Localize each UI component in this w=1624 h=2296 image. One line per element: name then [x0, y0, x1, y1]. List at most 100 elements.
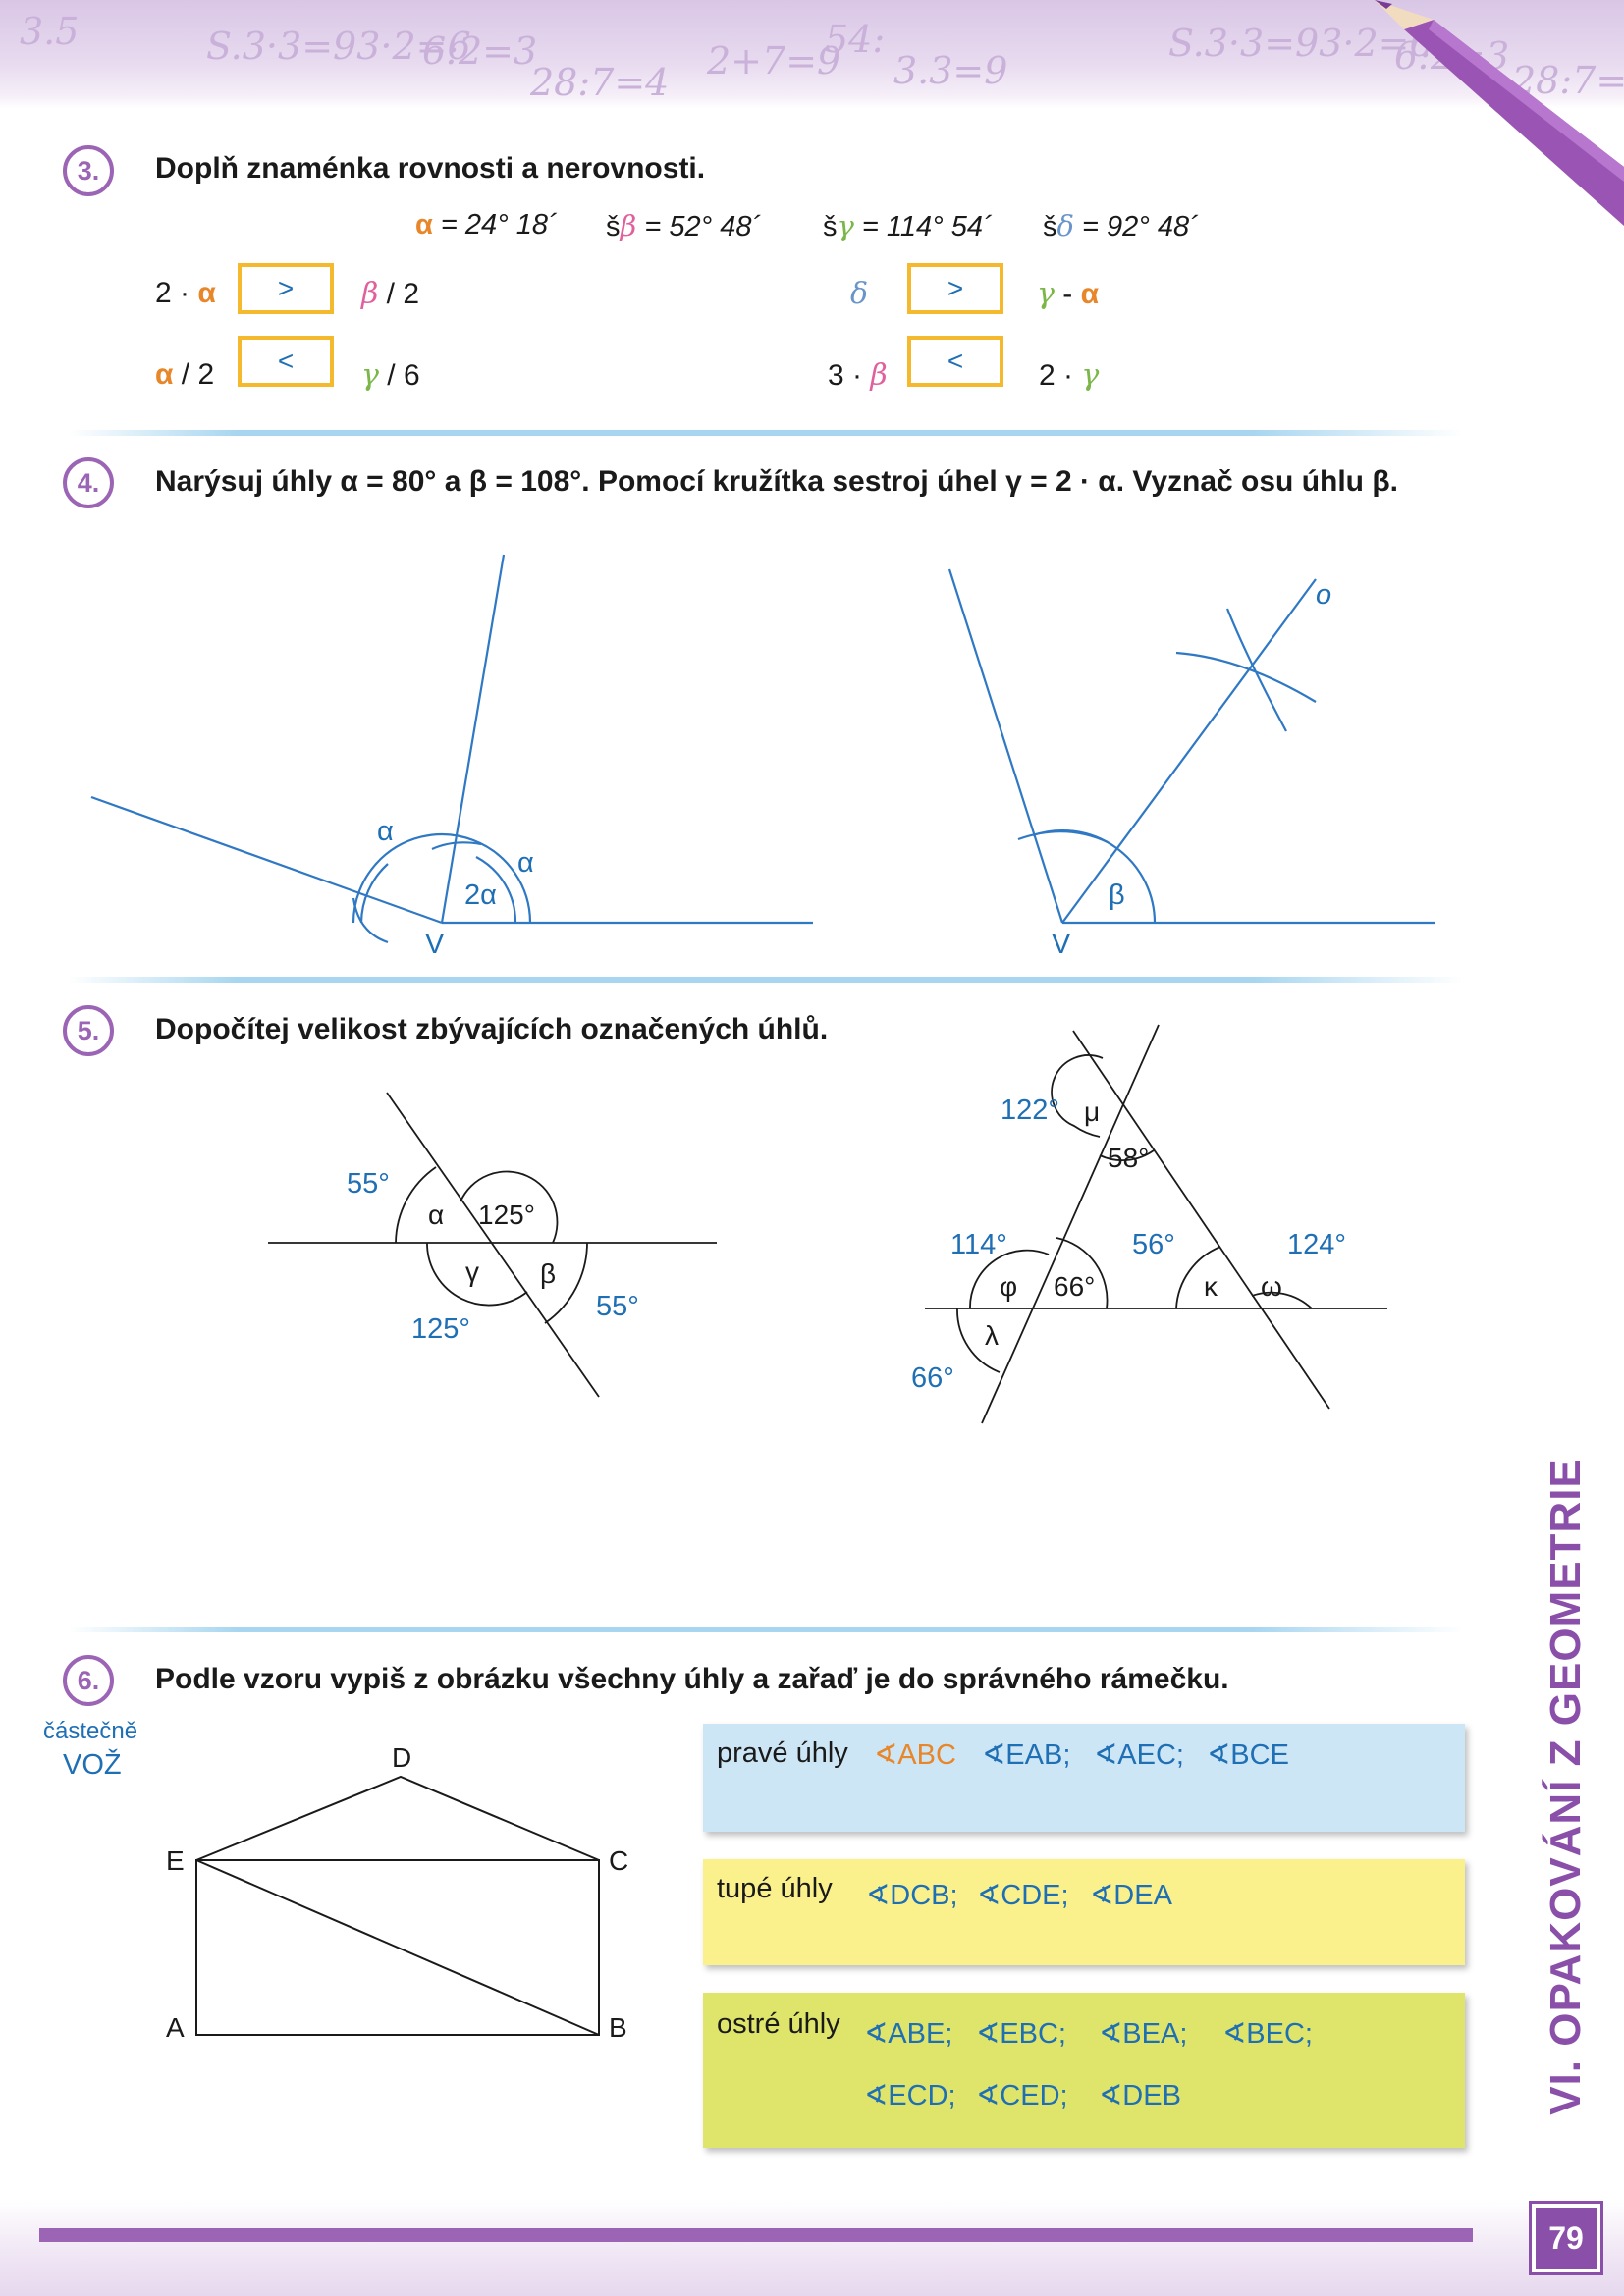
pencil-icon [1375, 0, 1624, 226]
arc-lambda [956, 1308, 1001, 1373]
acute-item[interactable]: ∢BEC; [1222, 2018, 1313, 2050]
expr-2-gamma: 2 · γ [1039, 358, 1099, 393]
label-beta: β [540, 1258, 557, 1289]
doodle: 2+7=9 [707, 39, 841, 82]
expr-sym: γ [361, 358, 379, 393]
expr-gamma-sixth: γ / 6 [361, 358, 420, 393]
note-partial: částečně [43, 1718, 138, 1744]
task-number-4: 4. [63, 457, 114, 508]
acute-item[interactable]: ∢BEA; [1099, 2018, 1188, 2050]
section-divider [69, 430, 1463, 436]
acute-item[interactable]: ∢EBC; [976, 2018, 1066, 2050]
expr-sym: β [870, 358, 888, 393]
header-doodles: 3.5 S.3·3=93·2=6 6:2=3 28:7=4 2+7=9 54: … [0, 0, 1624, 108]
acute-item[interactable]: ∢ECD; [864, 2080, 956, 2111]
obtuse-item[interactable]: ∢CDE; [977, 1880, 1069, 1911]
arc-construction [352, 833, 532, 924]
note-voz: VOŽ [63, 1749, 122, 1781]
doodle: 6:2=3 [422, 29, 538, 73]
given-gamma: šγ = 114° 54´ [823, 209, 993, 243]
doodle: S.3·3=93·2=6 [1168, 22, 1434, 65]
task-number-5: 5. [63, 1005, 114, 1056]
line [981, 1024, 1160, 1424]
task-4-construction [90, 554, 1435, 944]
label-2alpha: 2α [464, 880, 497, 911]
box-right-angles [703, 1724, 1465, 1832]
arc-alpha [475, 856, 517, 924]
expr-sym: γ [1037, 277, 1055, 311]
point-e: E [166, 1845, 185, 1876]
answer-box[interactable]: < [238, 336, 334, 387]
expr-sym: δ [850, 277, 869, 311]
doodle: 3.3=9 [893, 49, 1008, 92]
given-124: 124° [1287, 1229, 1346, 1260]
header-band [0, 0, 1624, 108]
doodle: 54: [825, 18, 886, 61]
label-alpha: α [428, 1200, 445, 1230]
expr-delta: δ [850, 277, 868, 311]
answer-box[interactable]: < [907, 336, 1003, 387]
doodle: 3.5 [20, 10, 80, 53]
right-item[interactable]: ∢EAB; [982, 1739, 1071, 1771]
expr-num: 3 · [828, 359, 863, 392]
task-5-figures [268, 1024, 1387, 1424]
delta-prefix: š [1043, 211, 1057, 242]
task-6-figure [195, 1775, 600, 2036]
task-number-6: 6. [63, 1655, 114, 1706]
given-55: 55° [347, 1168, 390, 1200]
label-58: 58° [1108, 1143, 1150, 1173]
arc-bisector [1175, 651, 1317, 703]
beta-prefix: š [606, 211, 621, 242]
gamma-symbol: γ [837, 209, 854, 242]
label-125: 125° [478, 1200, 535, 1230]
acute-item[interactable]: ∢CED; [976, 2080, 1068, 2111]
right-item[interactable]: ∢AEC; [1094, 1739, 1184, 1771]
gamma-value: = 114° 54´ [853, 211, 993, 242]
arc-beta [544, 1242, 588, 1324]
expr-beta-half: β / 2 [361, 277, 419, 311]
label-beta: β [1109, 880, 1125, 911]
rectangle [195, 1859, 600, 2036]
alpha-symbol: α [415, 209, 433, 240]
expr-rest: / 2 [378, 278, 420, 310]
acute-item[interactable]: ∢ABE; [864, 2018, 953, 2050]
obtuse-item[interactable]: ∢DCB; [866, 1880, 958, 1911]
expr-gamma-minus-alpha: γ - α [1037, 277, 1099, 311]
task-4-instruction: Narýsuj úhly α = 80° a β = 108°. Pomocí … [155, 465, 1398, 498]
answer-box[interactable]: > [238, 263, 334, 314]
arc-125 [460, 1170, 559, 1244]
expr-sym: γ [1081, 358, 1100, 393]
diagonal-eb [195, 1859, 600, 2036]
task-3-instruction: Doplň znaménka rovnosti a nerovnosti. [155, 152, 706, 185]
given-beta: šβ = 52° 48´ [606, 209, 761, 243]
arc-mark [352, 897, 389, 944]
expr-num: 2 · [1039, 359, 1074, 392]
label-phi: φ [1000, 1271, 1018, 1302]
ray-alpha [440, 554, 506, 924]
answer-box[interactable]: > [907, 263, 1003, 314]
label-gamma: γ [465, 1256, 479, 1287]
footer-bar [39, 2228, 1473, 2242]
arc-mu [1051, 1054, 1104, 1138]
given-66: 66° [911, 1362, 954, 1394]
arc-phi [969, 1249, 1050, 1309]
chapter-title-vertical: VI. OPAKOVÁNÍ Z GEOMETRIE [1522, 1458, 1610, 2115]
box-obtuse-label: tupé úhly [717, 1873, 833, 1904]
obtuse-item[interactable]: ∢DEA [1090, 1880, 1172, 1911]
arc-alpha [395, 1166, 437, 1244]
ray-2alpha [90, 795, 443, 925]
label-alpha-1: α [377, 816, 394, 847]
expr-sym: β [361, 277, 379, 311]
label-mu: μ [1084, 1096, 1101, 1127]
expr-2-alpha: 2 · α [155, 277, 216, 310]
chapter-title-text: VI. OPAKOVÁNÍ Z GEOMETRIE [1542, 1458, 1590, 2115]
box-obtuse-angles [703, 1859, 1465, 1965]
task-number-3: 3. [63, 145, 114, 196]
arc-66 [1056, 1237, 1109, 1309]
acute-item[interactable]: ∢DEB [1099, 2080, 1181, 2111]
label-axis-o: o [1316, 579, 1332, 611]
right-item[interactable]: ∢BCE [1207, 1739, 1289, 1771]
footer-band [0, 2199, 1624, 2296]
point-b: B [609, 2012, 627, 2043]
arc-omega [1251, 1291, 1313, 1309]
